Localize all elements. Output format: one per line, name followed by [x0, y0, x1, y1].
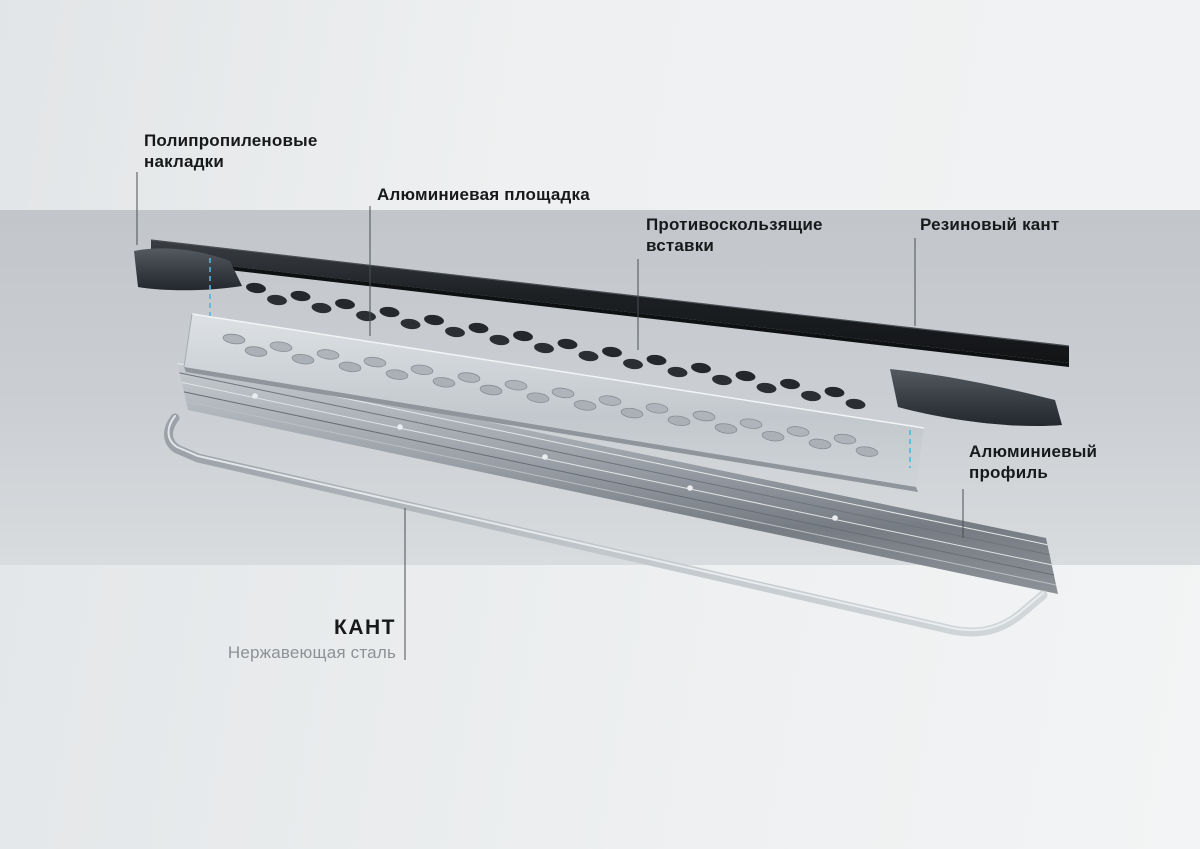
label-kant: КАНТ Нержавеющая сталь [160, 616, 396, 663]
anti-slip-inserts [246, 282, 866, 410]
label-aluminum-profile-line1: Алюминиевый [969, 442, 1098, 461]
left-pad-shape [134, 248, 242, 291]
label-rubber-edge-text: Резиновый кант [920, 215, 1060, 234]
label-anti-slip-inserts: Противоскользящие вставки [646, 214, 823, 256]
label-polypropylene-pads-line2: накладки [144, 152, 225, 171]
label-anti-slip-inserts-line1: Противоскользящие [646, 215, 823, 234]
label-kant-subtitle: Нержавеющая сталь [227, 643, 396, 662]
background-bottom [0, 565, 1200, 849]
label-polypropylene-pads: Полипропиленовые накладки [144, 130, 318, 172]
right-pad-shape [890, 369, 1062, 427]
label-aluminum-platform-text: Алюминиевая площадка [377, 185, 590, 204]
label-aluminum-profile: Алюминиевый профиль [969, 441, 1097, 483]
platform-holes [222, 333, 879, 457]
label-kant-title: КАНТ [334, 616, 396, 639]
label-aluminum-platform: Алюминиевая площадка [377, 184, 590, 205]
label-polypropylene-pads-line1: Полипропиленовые [144, 131, 318, 150]
label-rubber-edge: Резиновый кант [920, 214, 1059, 235]
rubber-edge-strip [150, 239, 1070, 367]
label-anti-slip-inserts-line2: вставки [646, 236, 715, 255]
label-aluminum-profile-line2: профиль [969, 463, 1049, 482]
aluminum-platform-shape [183, 313, 925, 492]
profile-rivets [252, 393, 838, 521]
aluminum-profile-shape [176, 357, 1058, 594]
leader-lines [136, 172, 964, 660]
steel-kant-tube [164, 413, 1048, 637]
alignment-guides [209, 258, 911, 468]
